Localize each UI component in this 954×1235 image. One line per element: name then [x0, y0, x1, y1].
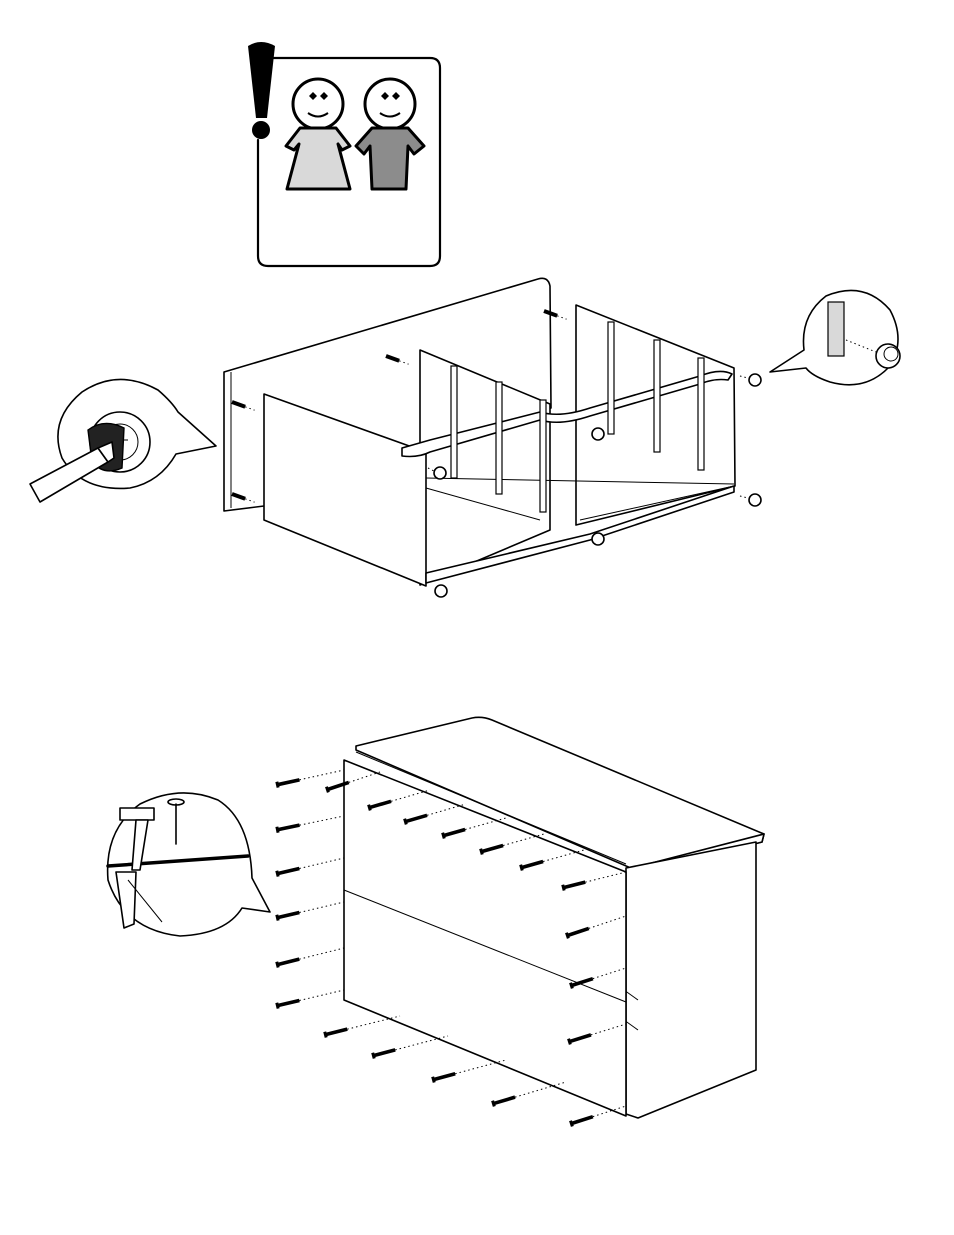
- nail: [275, 948, 344, 968]
- person-dark-icon: [356, 79, 424, 189]
- cabinet-body: [626, 842, 756, 1118]
- nail: [275, 816, 344, 833]
- screwdriver-detail-icon: [30, 379, 216, 502]
- nail: [431, 1060, 506, 1083]
- nail: [275, 858, 344, 877]
- nail: [275, 902, 344, 921]
- plastic-glide-detail-icon: [770, 290, 900, 384]
- nail: [491, 1082, 566, 1107]
- nail: [275, 990, 344, 1009]
- hammer-nail-detail-icon: [108, 793, 270, 936]
- nail: [323, 1016, 400, 1038]
- carcass-assembly: [224, 278, 761, 597]
- person-light-icon: [286, 79, 350, 189]
- nail: [275, 770, 344, 788]
- exclamation-icon: [248, 42, 275, 139]
- back-panel-nailing: [275, 717, 764, 1127]
- nail: [371, 1036, 448, 1059]
- two-person-warning: [248, 42, 440, 266]
